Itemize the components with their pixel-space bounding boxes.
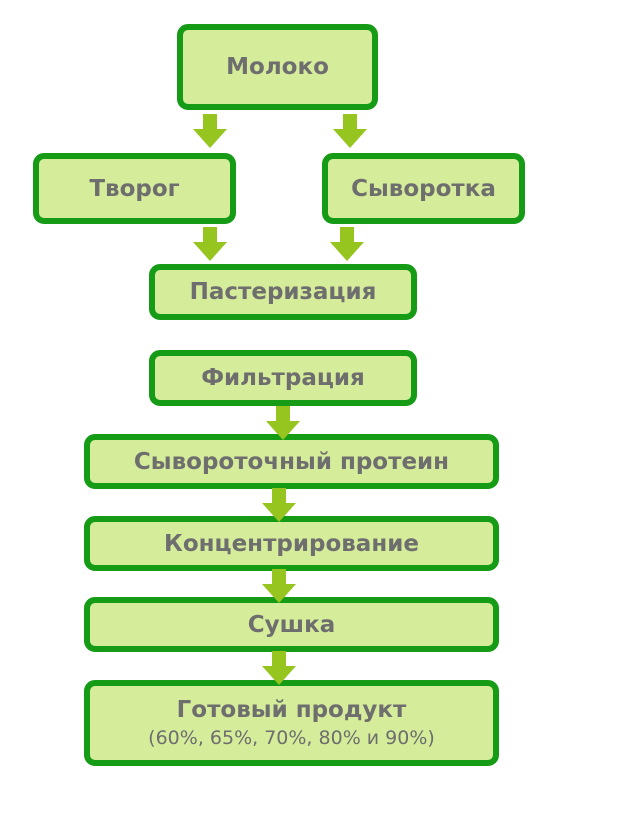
node-drying: Сушка bbox=[84, 597, 499, 652]
node-milk: Молоко bbox=[177, 24, 378, 110]
node-whey: Сыворотка bbox=[322, 153, 525, 224]
arrow-down-icon bbox=[193, 227, 227, 261]
node-concentration: Концентрирование bbox=[84, 516, 499, 571]
arrow-down-icon bbox=[266, 406, 300, 440]
node-final-product-label: Готовый продукт bbox=[176, 697, 407, 723]
node-milk-label: Молоко bbox=[226, 54, 329, 80]
arrow-down-icon bbox=[193, 114, 227, 148]
node-final-product-note: (60%, 65%, 70%, 80% и 90%) bbox=[148, 727, 435, 749]
node-whey-protein-label: Сывороточный протеин bbox=[133, 448, 450, 475]
arrow-down-icon bbox=[262, 569, 296, 603]
node-whey-label: Сыворотка bbox=[351, 175, 496, 202]
arrow-down-icon bbox=[333, 114, 367, 148]
arrow-down-icon bbox=[262, 488, 296, 522]
node-curd-label: Творог bbox=[89, 175, 180, 202]
node-pasteurization-label: Пастеризация bbox=[189, 279, 377, 305]
node-curd: Творог bbox=[33, 153, 236, 224]
node-pasteurization: Пастеризация bbox=[149, 264, 417, 320]
node-concentration-label: Концентрирование bbox=[164, 530, 419, 557]
arrow-down-icon bbox=[330, 227, 364, 261]
node-whey-protein: Сывороточный протеин bbox=[84, 434, 499, 489]
arrow-down-icon bbox=[262, 651, 296, 685]
node-filtration: Фильтрация bbox=[149, 350, 417, 406]
node-final-product: Готовый продукт (60%, 65%, 70%, 80% и 90… bbox=[84, 680, 499, 766]
node-drying-label: Сушка bbox=[247, 611, 336, 638]
node-filtration-label: Фильтрация bbox=[201, 365, 365, 391]
